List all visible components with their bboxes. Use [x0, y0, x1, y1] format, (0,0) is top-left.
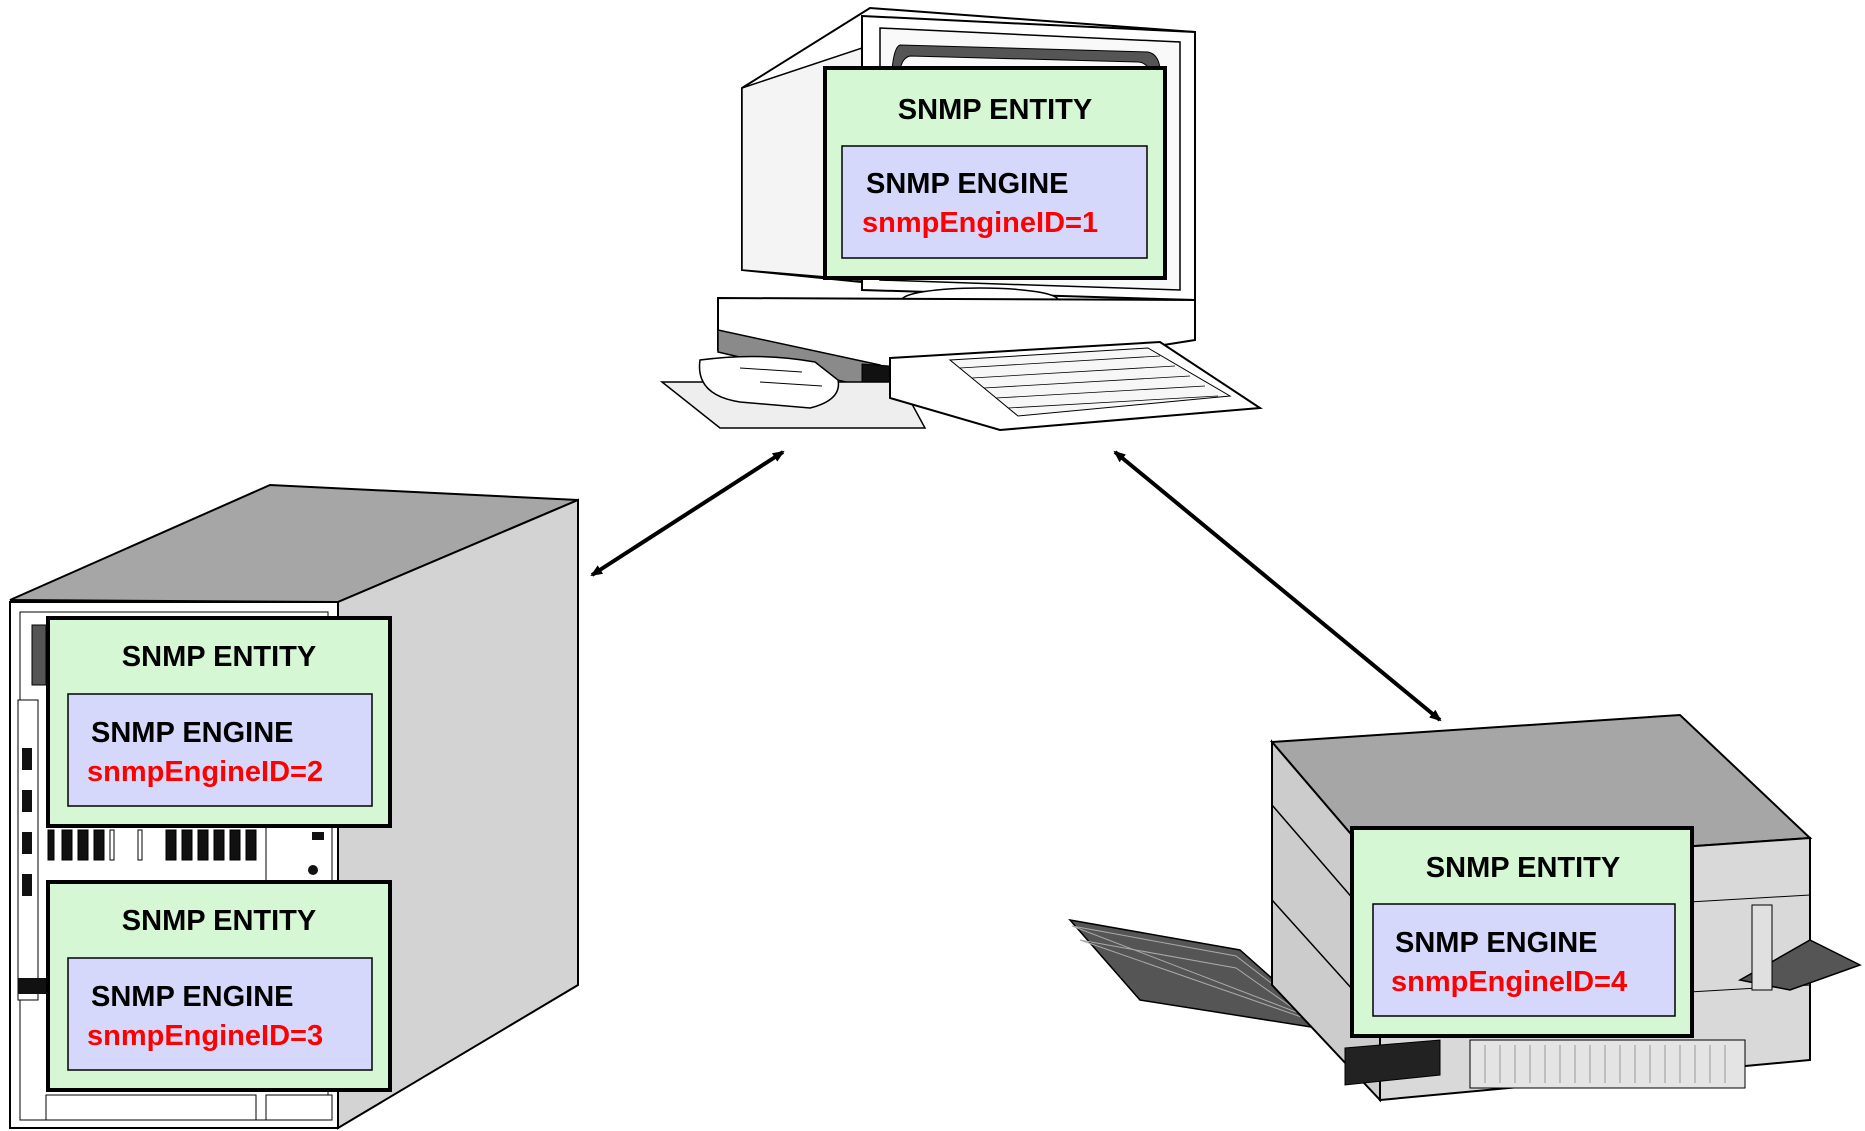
engine-id-text: snmpEngineID=1 [862, 207, 1098, 239]
server-snmp-entity-2: SNMP ENTITY SNMP ENGINE snmpEngineID=3 [46, 880, 392, 1092]
entity-label: SNMP ENTITY [898, 94, 1092, 126]
engine-id-text: snmpEngineID=2 [87, 756, 323, 788]
entity-label: SNMP ENTITY [122, 641, 316, 673]
engine-box [1372, 903, 1676, 1017]
printer-snmp-entity: SNMP ENTITY SNMP ENGINE snmpEngineID=4 [1350, 826, 1694, 1038]
entity-label: SNMP ENTITY [122, 905, 316, 937]
server-snmp-entity-1: SNMP ENTITY SNMP ENGINE snmpEngineID=2 [46, 616, 392, 828]
workstation-snmp-entity: SNMP ENTITY SNMP ENGINE snmpEngineID=1 [823, 66, 1167, 280]
entity-label: SNMP ENTITY [1426, 852, 1620, 884]
engine-label: SNMP ENGINE [866, 168, 1069, 200]
engine-id-text: snmpEngineID=3 [87, 1020, 323, 1052]
engine-id-text: snmpEngineID=4 [1391, 966, 1627, 998]
engine-label: SNMP ENGINE [91, 981, 294, 1013]
engine-label: SNMP ENGINE [91, 717, 294, 749]
connection-arrow-workstation-printer [1113, 450, 1442, 722]
connection-arrow-workstation-server [590, 450, 785, 577]
engine-box [841, 145, 1148, 259]
engine-label: SNMP ENGINE [1395, 927, 1598, 959]
engine-box [67, 693, 373, 807]
engine-box [67, 957, 373, 1071]
